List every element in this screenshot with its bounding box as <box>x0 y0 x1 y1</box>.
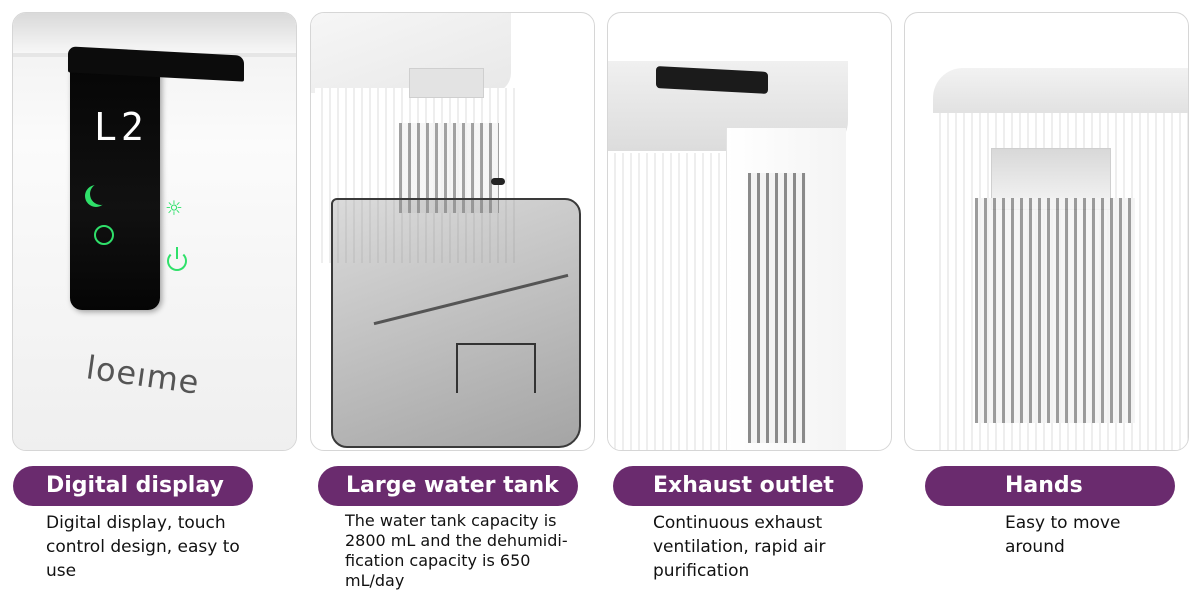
description-line: 2800 mL and the dehumidi- <box>345 531 568 550</box>
product-image-handle <box>905 13 1188 450</box>
moon-sleep-icon[interactable] <box>90 183 112 205</box>
display-readout: L2 <box>94 105 148 149</box>
feature-title-exhaust-outlet: Exhaust outlet <box>613 466 863 506</box>
feature-title-text: Hands <box>1005 473 1083 498</box>
description-line: mL/day <box>345 571 405 590</box>
feature-title-text: Large water tank <box>346 473 559 498</box>
feature-description-hands: Easy to move around <box>1005 511 1120 559</box>
description-line: Easy to move <box>1005 513 1121 533</box>
power-icon[interactable] <box>167 251 187 271</box>
feature-title-large-water-tank: Large water tank <box>318 466 578 506</box>
description-line: ventilation, rapid air <box>653 537 826 557</box>
feature-card-exhaust-outlet <box>607 12 892 451</box>
description-line: Continuous exhaust <box>653 513 823 533</box>
feature-description-exhaust-outlet: Continuous exhaust ventilation, rapid ai… <box>653 511 825 583</box>
product-image-water-tank <box>311 13 594 450</box>
feature-description-digital-display: Digital display, touch control design, e… <box>46 511 240 583</box>
exhaust-grille <box>748 173 806 443</box>
feature-title-text: Digital display <box>46 473 224 498</box>
description-line: purification <box>653 561 750 581</box>
description-line: around <box>1005 537 1065 557</box>
description-line: Digital display, touch <box>46 513 226 533</box>
intake-grille <box>975 198 1135 423</box>
product-image-digital-display: L2 ☼ loeıme <box>13 13 296 450</box>
description-line: use <box>46 561 77 581</box>
feature-title-text: Exhaust outlet <box>653 473 834 498</box>
feature-title-digital-display: Digital display <box>13 466 253 506</box>
feature-card-large-water-tank <box>310 12 595 451</box>
water-tank <box>331 198 581 448</box>
product-image-exhaust-outlet <box>608 13 891 450</box>
bulb-light-icon[interactable]: ☼ <box>165 196 183 220</box>
timer-clock-icon[interactable] <box>94 225 114 245</box>
description-line: control design, easy to <box>46 537 240 557</box>
feature-card-hands <box>904 12 1189 451</box>
description-line: fication capacity is 650 <box>345 551 531 570</box>
description-line: The water tank capacity is <box>345 511 557 530</box>
feature-description-large-water-tank: The water tank capacity is 2800 mL and t… <box>345 511 568 591</box>
feature-card-digital-display: L2 ☼ loeıme <box>12 12 297 451</box>
brand-logo: loeıme <box>83 348 202 402</box>
feature-title-hands: Hands <box>925 466 1175 506</box>
control-panel: L2 ☼ <box>68 46 244 310</box>
